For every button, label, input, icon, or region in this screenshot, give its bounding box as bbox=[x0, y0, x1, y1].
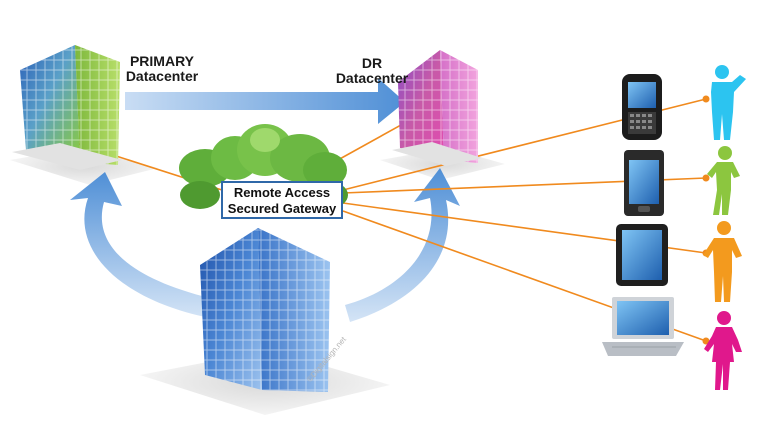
replication-arrow bbox=[125, 78, 405, 124]
gateway-label-line1: Remote Access bbox=[233, 185, 331, 200]
user-2-figure bbox=[707, 146, 740, 215]
primary-label-line1: PRIMARY bbox=[129, 53, 195, 69]
user-4-figure bbox=[704, 311, 742, 390]
user-1-figure bbox=[711, 65, 746, 140]
tablet-device bbox=[616, 224, 668, 286]
gateway-label-line2: Secured Gateway bbox=[227, 201, 337, 216]
dr-label-line1: DR bbox=[361, 55, 383, 71]
user-3-figure bbox=[703, 221, 742, 302]
connection-dots bbox=[702, 95, 710, 345]
remote-access-gateway-box: Remote Access Secured Gateway bbox=[221, 181, 343, 219]
primary-datacenter-label: PRIMARY Datacenter bbox=[112, 54, 212, 84]
smartphone-keyboard-device bbox=[622, 74, 662, 140]
primary-datacenter-building bbox=[12, 45, 122, 170]
dr-datacenter-building bbox=[392, 50, 482, 166]
dr-datacenter-label: DR Datacenter bbox=[322, 56, 422, 86]
primary-label-line2: Datacenter bbox=[125, 68, 199, 84]
smartphone-touch-device bbox=[624, 150, 664, 216]
main-office-building bbox=[200, 228, 330, 392]
laptop-device bbox=[602, 297, 684, 356]
right-curved-arrow bbox=[345, 168, 460, 322]
dr-label-line2: Datacenter bbox=[335, 70, 409, 86]
